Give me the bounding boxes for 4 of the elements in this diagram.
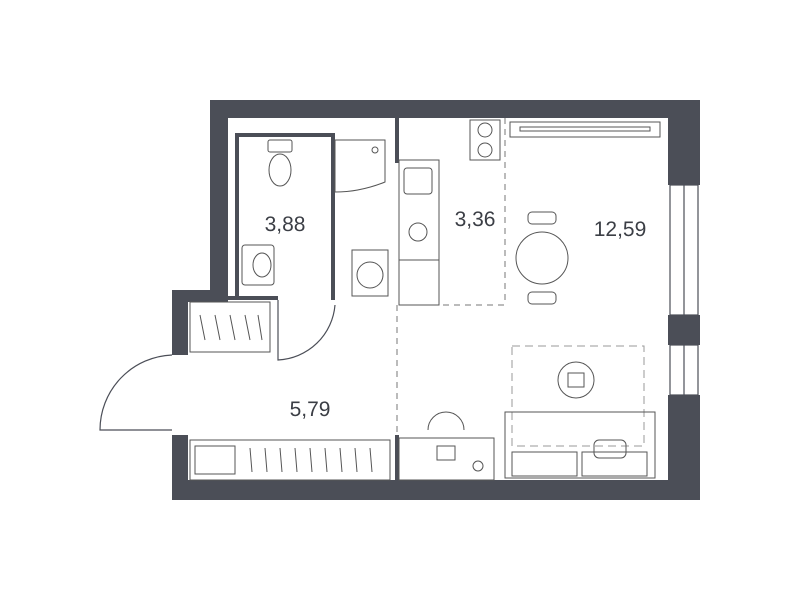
area-value: 5,79 — [290, 398, 330, 422]
area-value: 3,88 — [264, 213, 306, 237]
area-value: 12,59 — [594, 218, 646, 242]
area-value: 3,36 — [454, 208, 496, 232]
